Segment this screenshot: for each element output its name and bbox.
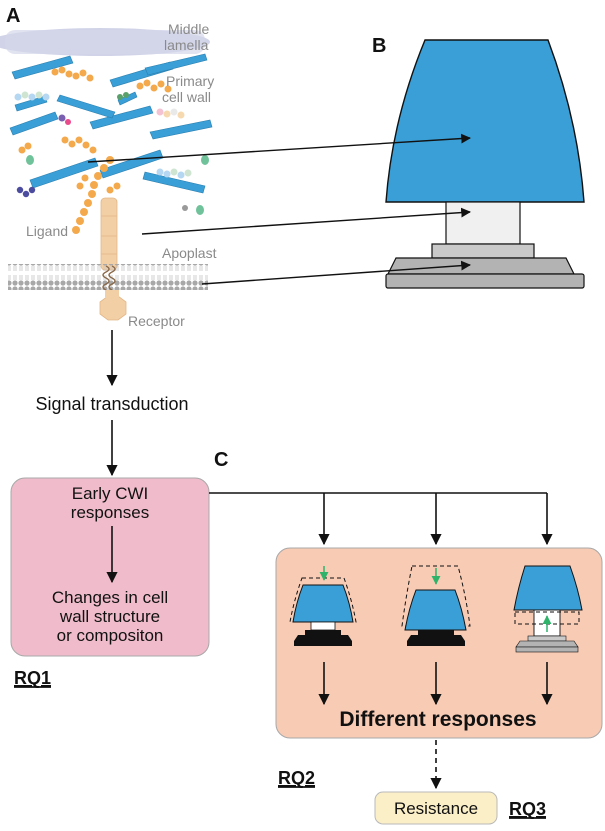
wall-cap: [385, 39, 585, 203]
rq1-label: RQ1: [14, 668, 51, 688]
wall-base-top: [387, 257, 575, 275]
middle-lamella-label-1: Middle: [168, 21, 209, 37]
response-model-1: [289, 566, 357, 646]
changes-text-3: or compositon: [57, 626, 164, 645]
signal-transduction-text: Signal transduction: [35, 394, 188, 414]
rq2-label: RQ2: [278, 768, 315, 788]
cellulose-microfibrils: [9, 53, 213, 194]
resistance-box: [374, 791, 498, 825]
primary-wall-label-2: cell wall: [162, 89, 211, 105]
early-cwi-text-2: responses: [71, 503, 149, 522]
primary-wall-label-1: Primary: [166, 73, 214, 89]
panel-a-letter: A: [6, 5, 20, 27]
wall-collar: [431, 243, 535, 259]
cell-wall-illustration: [0, 28, 213, 321]
changes-text-1: Changes in cell: [52, 588, 168, 607]
panel-b-letter: B: [372, 35, 386, 57]
different-responses-text: Different responses: [339, 708, 536, 731]
ligand-label: Ligand: [26, 223, 68, 239]
branch-arrows: [209, 492, 553, 546]
panel-c-letter: C: [214, 449, 228, 471]
response-model-2: [401, 565, 471, 646]
middle-lamella-blur: [5, 30, 205, 54]
receptor-kinase-domain: [99, 295, 127, 321]
arrow-ligand-to-neck: [141, 207, 471, 235]
pectin-chains: [18, 66, 172, 194]
cwi-response-box: [10, 477, 210, 657]
arrow-wall-to-cap: [87, 133, 471, 163]
changes-text-2: wall structure: [59, 607, 160, 626]
response-arrows: [318, 662, 553, 706]
response-model-3: [513, 565, 583, 653]
wall-base: [385, 273, 585, 289]
xyloglucan-beads: [14, 91, 209, 215]
arrow-membrane-to-base: [201, 260, 471, 285]
transmembrane-helix: [102, 265, 110, 291]
wall-machine-model: [385, 39, 585, 289]
middle-lamella-label-2: lamella: [164, 37, 209, 53]
mapping-arrows: [87, 133, 471, 285]
apoplast-label: Apoplast: [162, 245, 217, 261]
plasma-membrane: [8, 264, 208, 290]
receptor-ectodomain: [100, 197, 118, 271]
early-cwi-text-1: Early CWI: [72, 484, 149, 503]
receptor-label: Receptor: [128, 313, 185, 329]
rq3-label: RQ3: [509, 799, 546, 819]
wall-neck: [445, 201, 521, 245]
resistance-text: Resistance: [394, 799, 478, 818]
